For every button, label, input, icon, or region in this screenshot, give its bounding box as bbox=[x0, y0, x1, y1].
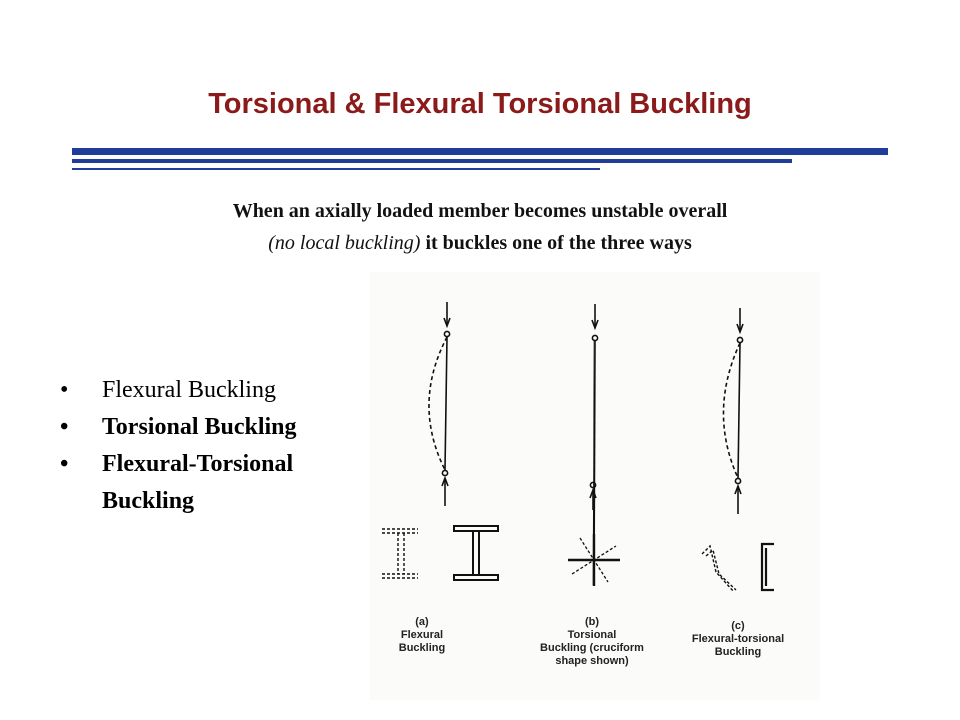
label-line: Buckling (cruciform bbox=[540, 642, 644, 654]
buckling-diagram bbox=[382, 302, 774, 593]
bullet-text: Flexural-Torsional Buckling bbox=[102, 451, 294, 514]
label-line: Torsional bbox=[567, 629, 617, 641]
bullet-text: Flexural Buckling bbox=[102, 377, 276, 403]
figure-label-b: (b) Torsional Buckling (cruciform shape … bbox=[522, 616, 662, 668]
buckling-modes-list: • Flexural Buckling • Torsional Buckling… bbox=[60, 372, 372, 520]
figure-label-a: (a) Flexural Buckling bbox=[352, 616, 492, 655]
list-item: • Flexural Buckling bbox=[60, 372, 372, 409]
bullet-dot: • bbox=[60, 414, 69, 440]
i-section-displaced bbox=[382, 528, 418, 579]
label-tag: (b) bbox=[584, 616, 600, 628]
channel-section bbox=[760, 542, 774, 592]
subtitle-line-2: (no local buckling) it buckles one of th… bbox=[0, 232, 960, 255]
i-section bbox=[453, 525, 499, 581]
label-tag: (a) bbox=[415, 616, 429, 628]
title-rule-medium bbox=[72, 159, 792, 163]
label-line: Buckling bbox=[714, 646, 762, 658]
column-a-flexural bbox=[428, 302, 451, 506]
subtitle-line-1: When an axially loaded member becomes un… bbox=[232, 200, 728, 222]
title-rule-thick bbox=[72, 148, 888, 155]
label-line: Flexural bbox=[400, 629, 444, 641]
figure-label-c: (c) Flexural-torsional Buckling bbox=[668, 620, 808, 659]
slide-title: Torsional & Flexural Torsional Buckling bbox=[208, 88, 752, 120]
label-line: Flexural-torsional bbox=[691, 633, 785, 645]
label-tag: (c) bbox=[731, 620, 745, 632]
label-line: shape shown) bbox=[555, 655, 629, 667]
cruciform-rotated bbox=[571, 537, 617, 583]
list-item: • Flexural-Torsional Buckling bbox=[60, 446, 372, 520]
bullet-text: Torsional Buckling bbox=[102, 414, 297, 440]
bullet-dot: • bbox=[60, 377, 69, 403]
title-rule-thin bbox=[72, 168, 600, 170]
bullet-dot: • bbox=[60, 451, 69, 477]
list-item: • Torsional Buckling bbox=[60, 409, 372, 446]
subtitle-italic-note: (no local buckling) bbox=[268, 232, 421, 254]
angle-section-displaced bbox=[701, 544, 737, 593]
buckling-modes-figure: (a) Flexural Buckling (b) Torsional Buck… bbox=[370, 272, 820, 700]
label-line: Buckling bbox=[398, 642, 446, 654]
subtitle-line-2-rest: it buckles one of the three ways bbox=[420, 232, 692, 254]
column-c-flexural-torsional bbox=[722, 308, 744, 514]
